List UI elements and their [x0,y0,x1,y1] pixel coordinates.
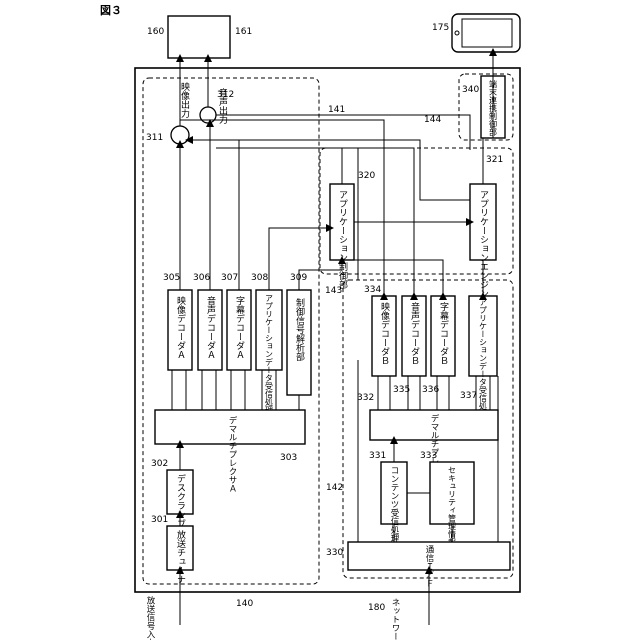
ref-305: 305 [163,273,180,283]
ref-161: 161 [235,27,252,37]
ref-311: 311 [146,133,163,143]
ref-301: 301 [151,515,168,525]
ref-302: 302 [151,459,168,469]
network-label: ネットワーク [390,598,400,640]
video-decoder-b-label: 映像デコーダＢ [379,301,390,365]
ref-320: 320 [358,171,375,181]
subtitle-decoder-b-label: 字幕デコーダＢ [438,301,449,365]
audio-decoder-a-label: 音声デコーダＡ [205,295,216,359]
ref-142: 142 [326,483,343,493]
ref-141: 141 [328,105,345,115]
ref-334: 334 [364,285,381,295]
ref-308: 308 [251,273,268,283]
ref-180: 180 [368,603,385,613]
video-out-label: 映像出力 [179,81,190,119]
audio-out-label: 音声出力 [217,87,228,125]
application-controller-label: アプリケーション制御部 [337,190,348,290]
video-decoder-a-label: 映像デコーダＡ [175,295,186,359]
ref-144: 144 [424,115,441,125]
audio-decoder-b-label: 音声デコーダＢ [409,301,420,365]
ref-307: 307 [221,273,238,283]
ref-331: 331 [369,451,386,461]
ref-175: 175 [432,23,449,33]
subtitle-decoder-a-label: 字幕デコーダＡ [234,295,245,359]
demultiplexer-a-label: デマルチプレクサＡ [227,415,237,492]
ref-160: 160 [147,27,164,37]
ref-332: 332 [357,393,374,403]
ref-333: 333 [420,451,437,461]
ref-140: 140 [236,599,253,609]
ref-337: 337 [460,391,477,401]
display-panel [168,16,230,58]
audio-mixer [200,107,216,123]
ref-306: 306 [193,273,210,283]
ref-330: 330 [326,548,343,558]
ref-340: 340 [462,85,479,95]
ref-143: 143 [325,286,342,296]
control-signal-analyzer-label: 制御信号解析部 [294,297,305,362]
portable-terminal-icon [452,14,520,52]
figure-label: 図３ [100,3,122,17]
ref-321: 321 [486,155,503,165]
broadcast-input-label: 放送信号入力 [145,595,155,640]
ref-303: 303 [280,453,297,463]
